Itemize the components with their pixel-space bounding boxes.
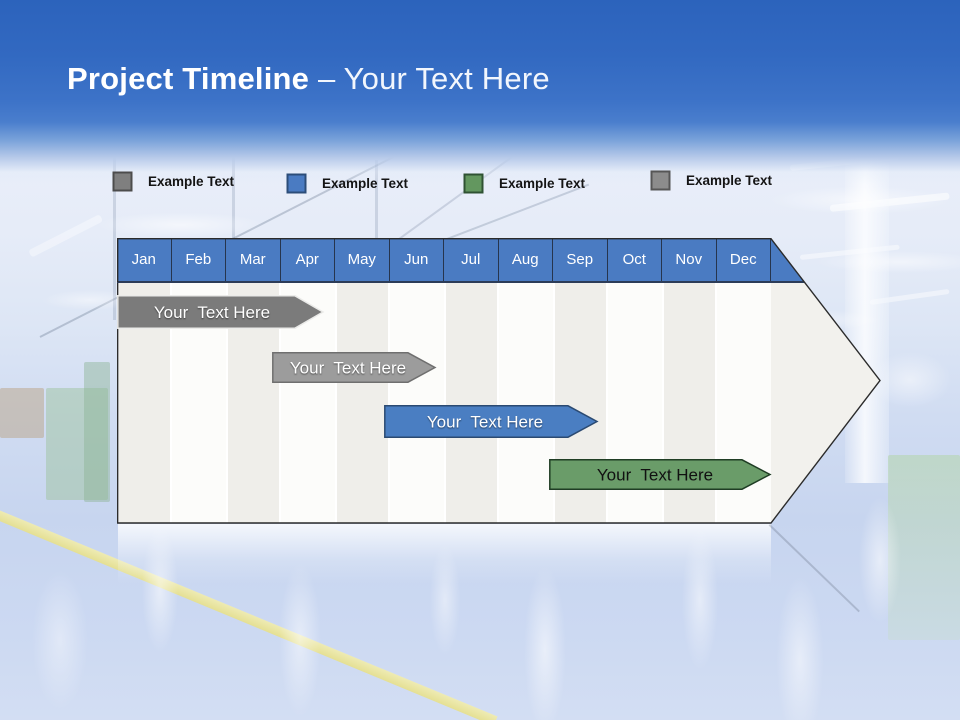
bar-arrow-shape [384, 405, 599, 438]
month-cell: Oct [607, 238, 662, 281]
legend-swatch-rect [650, 170, 671, 190]
month-cell: Feb [171, 238, 226, 281]
table-reflection [118, 524, 771, 584]
month-cell: Dec [716, 238, 771, 281]
legend-label: Example Text [686, 172, 773, 188]
legend-label: Example Text [322, 175, 409, 191]
title-primary: Project Timeline [67, 61, 310, 96]
timeline-bar-1: Your Text Here [117, 295, 325, 329]
bar-label: Your Text Here [154, 303, 270, 322]
month-cell: Jun [389, 238, 444, 281]
legend-label: Example Text [499, 175, 586, 191]
legend-swatch-icon [463, 173, 484, 193]
legend-item: Example Text [463, 171, 585, 195]
bar-arrow-shape [117, 295, 325, 329]
bar-label: Your Text Here [427, 413, 543, 432]
legend-item: Example Text [650, 168, 772, 192]
month-cell: Jul [444, 238, 499, 281]
grid-column [389, 282, 444, 523]
legend-label: Example Text [148, 173, 235, 189]
month-cell: Sep [553, 238, 608, 281]
grid-column [444, 282, 499, 523]
legend-swatch-icon [650, 170, 671, 190]
bar-arrow-shape [272, 352, 437, 383]
legend-item: Example Text [112, 169, 234, 193]
header-blue-gradient [0, 0, 960, 185]
grid-column [498, 282, 553, 523]
timeline-bar-3: Your Text Here [384, 405, 599, 438]
legend-swatch-rect [286, 173, 307, 193]
legend-swatch-icon [286, 173, 307, 193]
month-cell: Jan [117, 238, 172, 281]
month-cell: Mar [226, 238, 281, 281]
month-header-row: Jan Feb Mar Apr May Jun Jul Aug Sep Oct … [117, 238, 880, 282]
legend-swatch-rect [112, 171, 133, 191]
bar-label: Your Text Here [597, 466, 713, 485]
timeline-bar-4: Your Text Here [549, 459, 772, 490]
legend-item: Example Text [286, 171, 408, 195]
legend-swatch-rect [463, 173, 484, 193]
grid-column [335, 282, 390, 523]
month-cell: May [335, 238, 390, 281]
legend-swatch-icon [112, 171, 133, 191]
month-cell: Aug [498, 238, 553, 281]
timeline-bar-2: Your Text Here [272, 352, 437, 383]
bar-arrow-shape [549, 459, 772, 490]
month-cell: Nov [662, 238, 717, 281]
month-cell: Apr [280, 238, 335, 281]
slide-title: Project Timeline – Your Text Here [67, 61, 550, 97]
title-secondary: – Your Text Here [317, 61, 550, 96]
bar-label: Your Text Here [290, 359, 406, 378]
